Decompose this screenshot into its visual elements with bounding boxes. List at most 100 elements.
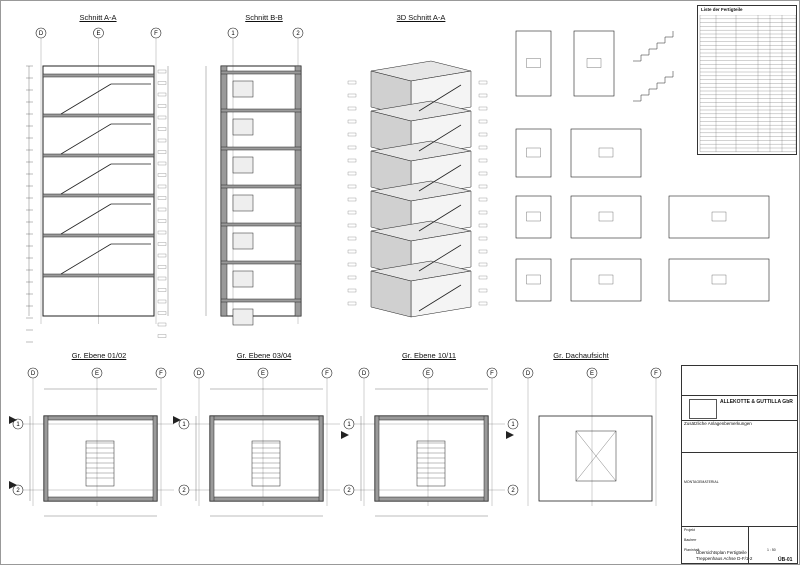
level-label xyxy=(157,265,167,269)
roof-plan-outline xyxy=(538,415,653,502)
plan-10-11-outline xyxy=(374,415,489,502)
floor-slab xyxy=(220,222,302,227)
parts-list-title: Liste der Fertigteile xyxy=(701,7,743,12)
stair-core xyxy=(416,440,446,487)
wall-3d xyxy=(370,270,412,318)
floor-slab xyxy=(42,233,155,238)
level-label xyxy=(157,69,167,74)
level-label xyxy=(478,210,488,215)
level-label xyxy=(478,132,488,137)
title-block-divider xyxy=(682,395,797,396)
company-name: ALLEKOTTE & GUTTILLA GbR xyxy=(720,399,793,405)
level-label xyxy=(157,242,167,246)
parts-list-table: Liste der Fertigteile xyxy=(697,5,797,155)
stair-3d xyxy=(418,164,462,192)
logo-box xyxy=(689,399,717,419)
part-label-box xyxy=(526,274,541,285)
builder-label: Bauherr xyxy=(684,538,697,542)
level-label xyxy=(157,196,167,200)
remarks-heading: Zusätzliche Anlagenbemerkungen xyxy=(684,421,752,426)
axis-marker-label: E xyxy=(261,371,265,377)
precast-part-outline xyxy=(515,195,552,239)
assembly-heading: MONTAGEMATERIAL xyxy=(684,480,719,484)
level-label xyxy=(478,145,488,150)
precast-part-outline xyxy=(573,30,615,97)
stair-core xyxy=(85,440,115,487)
axis-marker-label: D xyxy=(31,371,36,377)
stair-flight xyxy=(60,203,112,235)
precast-part-outline xyxy=(668,258,770,302)
wall-hatch xyxy=(374,415,380,502)
level-label xyxy=(157,219,167,223)
level-label xyxy=(478,275,488,280)
level-label xyxy=(478,236,488,241)
wall-hatch xyxy=(209,415,324,421)
axis-marker-circle xyxy=(507,418,519,430)
level-label xyxy=(478,119,488,124)
plan-title-line1: Übersichtsplan Fertigteile xyxy=(696,550,747,555)
level-label xyxy=(347,80,357,85)
floor-slab xyxy=(42,113,155,118)
floor-slab xyxy=(42,193,155,198)
axis-marker-label: 1 xyxy=(182,422,186,428)
level-label xyxy=(478,158,488,163)
title-block-divider xyxy=(682,420,797,421)
wall-hatch xyxy=(294,65,302,317)
floor-slab xyxy=(220,184,302,189)
floor-slab xyxy=(220,70,302,75)
stair-3d xyxy=(418,84,462,112)
level-label xyxy=(347,132,357,137)
stair-block xyxy=(232,156,254,174)
level-label xyxy=(347,249,357,254)
view-title-section-bb: Schnitt B-B xyxy=(245,13,283,22)
wall-hatch xyxy=(43,415,158,421)
level-label xyxy=(157,230,167,235)
level-label xyxy=(478,288,488,293)
precast-part-outline xyxy=(515,128,552,178)
level-label xyxy=(157,299,167,304)
stair-block xyxy=(232,194,254,212)
part-label-box xyxy=(526,211,541,222)
stair-block xyxy=(232,80,254,98)
level-label xyxy=(157,334,167,338)
axis-marker-label: D xyxy=(39,31,44,37)
level-label xyxy=(157,173,167,177)
wall-hatch xyxy=(374,415,489,421)
precast-part-outline xyxy=(570,195,642,239)
axis-marker-label: 1 xyxy=(347,422,351,428)
level-label xyxy=(157,322,167,327)
axis-marker-circle xyxy=(507,484,519,496)
level-label xyxy=(347,197,357,202)
section-marker-icon xyxy=(341,431,349,439)
level-label xyxy=(347,158,357,163)
level-label xyxy=(347,119,357,124)
part-label-box xyxy=(598,211,614,222)
level-label xyxy=(478,223,488,228)
stair-block xyxy=(232,270,254,288)
view-title-section-3d: 3D Schnitt A-A xyxy=(396,13,446,22)
level-label xyxy=(347,171,357,176)
stair-block xyxy=(232,232,254,250)
wall-hatch xyxy=(43,415,49,502)
level-label xyxy=(157,311,167,315)
level-label xyxy=(478,93,488,98)
floor-slab xyxy=(220,146,302,151)
precast-part-outline xyxy=(515,258,552,302)
wall-hatch xyxy=(152,415,158,502)
level-label xyxy=(347,236,357,241)
stair-block xyxy=(232,308,254,326)
stair-3d xyxy=(418,124,462,152)
part-label-box xyxy=(526,147,541,158)
level-label xyxy=(157,92,167,97)
level-label xyxy=(347,223,357,228)
axis-marker-label: 1 xyxy=(511,422,515,428)
section-3d-view xyxy=(347,60,488,318)
axis-marker-label: E xyxy=(96,31,100,37)
axis-marker-label: F xyxy=(490,371,494,377)
axis-marker-label: F xyxy=(325,371,329,377)
floor-slab xyxy=(220,260,302,265)
level-label xyxy=(478,262,488,267)
level-label xyxy=(347,262,357,267)
title-block-divider xyxy=(682,452,797,453)
